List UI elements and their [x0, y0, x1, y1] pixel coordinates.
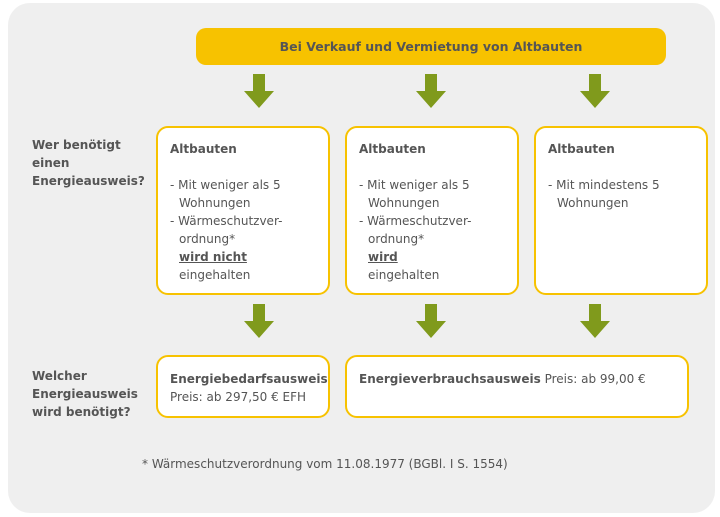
row-label-who-line: Wer benötigt [32, 138, 121, 152]
case-box-2: Altbauten - Mit weniger als 5 Wohnungen … [345, 126, 519, 295]
arrow-down-icon [580, 304, 610, 338]
row-label-who-line: einen [32, 156, 70, 170]
arrow-down-icon [580, 74, 610, 108]
case-box-3: Altbauten - Mit mindestens 5 Wohnungen [534, 126, 708, 295]
case-line: - Wärmeschutzver- [359, 214, 472, 228]
header-title: Bei Verkauf und Vermietung von Altbauten [279, 39, 583, 54]
result-title: Energiebedarfsausweis [170, 372, 328, 386]
header-bar: Bei Verkauf und Vermietung von Altbauten [196, 28, 666, 65]
case-line: Wohnungen [368, 196, 440, 210]
case-line: ordnung* [368, 232, 425, 246]
row-label-who-line: Energieausweis? [32, 174, 145, 188]
result-box-verbrauch: Energieverbrauchsausweis Preis: ab 99,00… [345, 355, 689, 418]
case-line: eingehalten [179, 268, 251, 282]
case-line: - Wärmeschutzver- [170, 214, 283, 228]
case-emphasis: wird nicht [179, 250, 247, 264]
row-label-which: Welcher Energieausweis wird benötigt? [32, 367, 138, 421]
case-line: ordnung* [179, 232, 236, 246]
result-price: Preis: ab 297,50 € EFH [170, 390, 307, 404]
row-label-which-line: Welcher [32, 369, 87, 383]
case-line: Wohnungen [557, 196, 629, 210]
case-line: - Mit weniger als 5 [359, 178, 470, 192]
arrow-down-icon [416, 74, 446, 108]
arrow-down-icon [416, 304, 446, 338]
case-line: Wohnungen [179, 196, 251, 210]
result-title: Energieverbrauchsausweis [359, 372, 541, 386]
result-price: Preis: ab 99,00 € [544, 372, 646, 386]
case-line: eingehalten [368, 268, 440, 282]
row-label-who: Wer benötigt einen Energieausweis? [32, 136, 145, 190]
arrow-down-icon [244, 74, 274, 108]
arrow-down-icon [244, 304, 274, 338]
footnote: * Wärmeschutzverordnung vom 11.08.1977 (… [142, 457, 508, 471]
case-title: Altbauten [170, 142, 237, 156]
case-line: - Mit weniger als 5 [170, 178, 281, 192]
case-title: Altbauten [548, 142, 615, 156]
row-label-which-line: wird benötigt? [32, 405, 131, 419]
row-label-which-line: Energieausweis [32, 387, 138, 401]
case-box-1: Altbauten - Mit weniger als 5 Wohnungen … [156, 126, 330, 295]
case-emphasis: wird [368, 250, 398, 264]
case-line: - Mit mindestens 5 [548, 178, 660, 192]
result-box-bedarf: Energiebedarfsausweis Preis: ab 297,50 €… [156, 355, 330, 418]
case-title: Altbauten [359, 142, 426, 156]
